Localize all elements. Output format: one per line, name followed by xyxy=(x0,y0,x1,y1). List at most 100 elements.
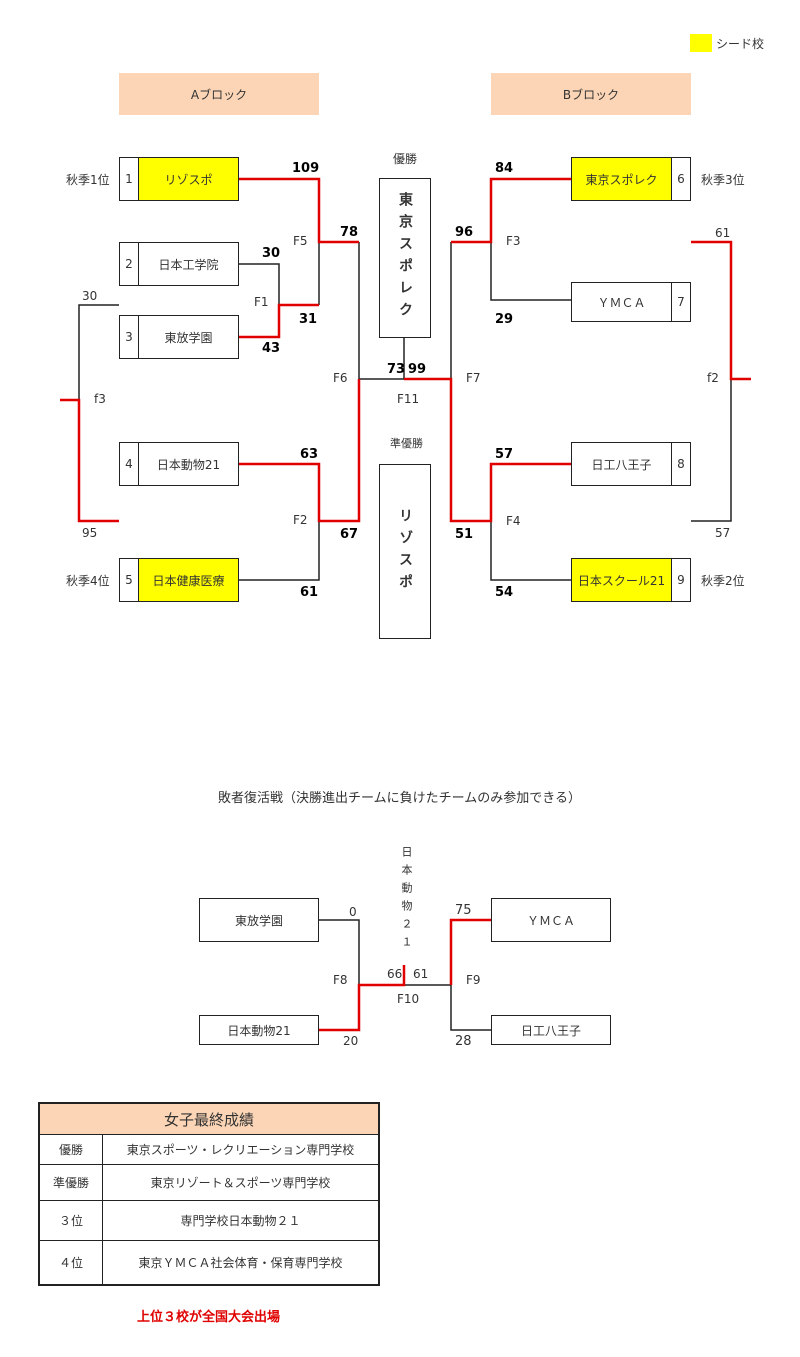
team-number: 3 xyxy=(120,316,139,358)
team-number: 4 xyxy=(120,443,139,485)
team-box-9: 日本スクール21 9 xyxy=(571,558,691,602)
team-box-7: ＹＭＣＡ 7 xyxy=(571,282,691,322)
score-f2-win: 67 xyxy=(340,527,359,542)
game-label-f8: F8 xyxy=(333,973,348,987)
block-b-header: Bブロック xyxy=(491,73,691,115)
game-label-f3: f3 xyxy=(94,392,106,406)
team-number: 7 xyxy=(671,283,690,321)
team-box-5: 5 日本健康医療 xyxy=(119,558,239,602)
team-name: 日本動物21 xyxy=(156,457,221,472)
team-name: 東放学園 xyxy=(164,330,213,345)
seed-legend-swatch xyxy=(690,34,712,52)
school-cell: 専門学校日本動物２１ xyxy=(102,1200,380,1241)
rank-note-team-1: 秋季1位 xyxy=(66,173,110,187)
game-label-F4: F4 xyxy=(506,514,521,528)
team-box-4: 4 日本動物21 xyxy=(119,442,239,486)
team-number: 9 xyxy=(671,559,690,601)
rank-cell: ４位 xyxy=(38,1240,103,1285)
results-header-row: 女子最終成績 xyxy=(38,1102,380,1135)
team-number: 5 xyxy=(120,559,139,601)
score-F4-bottom: 54 xyxy=(495,585,514,600)
score-f10-right: 61 xyxy=(413,967,429,981)
consolation-team-right-top: ＹＭＣＡ xyxy=(491,898,611,942)
game-label-f6: F6 xyxy=(333,371,348,385)
consolation-score-right-top: 75 xyxy=(455,903,472,918)
runnerup-name: リゾスポ xyxy=(397,507,413,596)
winner-name: 東京スポレク xyxy=(397,192,413,324)
game-label-f5: F5 xyxy=(293,234,308,248)
game-label-f2: F2 xyxy=(293,513,308,527)
team-box-2: 2 日本工学院 xyxy=(119,242,239,286)
team-number: 6 xyxy=(671,158,690,200)
consolation-score-right-bottom: 28 xyxy=(455,1034,472,1049)
consolation-team-left-top: 東放学園 xyxy=(199,898,319,942)
winner-box: 東京スポレク xyxy=(379,178,431,338)
game-label-f1: F1 xyxy=(254,295,269,309)
runnerup-caption: 準優勝 xyxy=(390,437,423,450)
score-F3-win: 96 xyxy=(455,225,474,240)
team-name: 日工八王子 xyxy=(520,1023,581,1038)
school-cell: 東京リゾート＆スポーツ専門学校 xyxy=(102,1164,380,1201)
table-row: ３位 専門学校日本動物２１ xyxy=(38,1200,380,1241)
footer-note: 上位３校が全国大会出場 xyxy=(137,1310,281,1325)
rank-cell: ３位 xyxy=(38,1200,103,1241)
score-f5-top: 109 xyxy=(292,161,320,176)
score-f1-top: 30 xyxy=(262,246,281,261)
game-label-f2b: f2 xyxy=(707,371,719,385)
consolation-score-left-top: 0 xyxy=(349,905,357,919)
score-F3-bottom: 29 xyxy=(495,312,514,327)
table-row: 準優勝 東京リゾート＆スポーツ専門学校 xyxy=(38,1164,380,1201)
rank-cell: 優勝 xyxy=(38,1134,103,1165)
team-name: 日本スクール21 xyxy=(572,559,671,601)
table-row: 優勝 東京スポーツ・レクリエーション専門学校 xyxy=(38,1134,380,1165)
team-number: 2 xyxy=(120,243,139,285)
score-f2-bottom: 61 xyxy=(300,585,319,600)
consolation-team-left-bottom: 日本動物21 xyxy=(199,1015,319,1045)
team-name: 東京スポレク xyxy=(572,158,671,200)
score-f1-win: 31 xyxy=(299,312,318,327)
rank-note-team-6: 秋季3位 xyxy=(701,173,745,187)
team-name: ＹＭＣＡ xyxy=(526,913,575,928)
game-label-f11: F11 xyxy=(397,392,420,406)
game-label-f10: F10 xyxy=(397,992,420,1006)
consolation-winner-vertical: 日本動物２１ xyxy=(400,846,413,954)
game-label-f7: F7 xyxy=(466,371,481,385)
final-results-table: 女子最終成績 優勝 東京スポーツ・レクリエーション専門学校 準優勝 東京リゾート… xyxy=(38,1102,380,1286)
winner-caption: 優勝 xyxy=(393,152,418,166)
school-cell: 東京ＹＭＣＡ社会体育・保育専門学校 xyxy=(102,1240,380,1285)
score-f1-bottom: 43 xyxy=(262,341,281,356)
results-title: 女子最終成績 xyxy=(38,1102,380,1135)
consolation-team-right-bottom: 日工八王子 xyxy=(491,1015,611,1045)
team-name: 日本健康医療 xyxy=(139,559,238,601)
score-f5-win: 78 xyxy=(340,225,359,240)
seed-legend-label: シード校 xyxy=(716,37,765,51)
game-label-f9: F9 xyxy=(466,973,481,987)
score-f2b-bottom: 57 xyxy=(715,526,731,540)
team-name: 日本動物21 xyxy=(227,1023,291,1038)
consolation-score-left-bottom: 20 xyxy=(343,1034,359,1048)
team-box-8: 日工八王子 8 xyxy=(571,442,691,486)
team-name: 日本工学院 xyxy=(158,257,219,272)
consolation-title: 敗者復活戦（決勝進出チームに負けたチームのみ参加できる） xyxy=(218,791,581,806)
rank-note-team-9: 秋季2位 xyxy=(701,574,745,588)
team-name: ＹＭＣＡ xyxy=(597,295,646,310)
score-f3-bottom: 95 xyxy=(82,526,98,540)
team-name: 東放学園 xyxy=(234,913,283,928)
rank-note-team-5: 秋季4位 xyxy=(66,574,110,588)
score-f2b-top: 61 xyxy=(715,226,731,240)
team-number: 1 xyxy=(120,158,139,200)
score-F4-top: 57 xyxy=(495,447,514,462)
team-box-1: 1 リゾスポ xyxy=(119,157,239,201)
game-label-F3: F3 xyxy=(506,234,521,248)
score-f10-left: 66 xyxy=(387,967,403,981)
score-f11-right: 99 xyxy=(408,362,427,377)
rank-cell: 準優勝 xyxy=(38,1164,103,1201)
score-f2-top: 63 xyxy=(300,447,319,462)
score-f3-top: 30 xyxy=(82,289,98,303)
team-box-6: 東京スポレク 6 xyxy=(571,157,691,201)
team-name: リゾスポ xyxy=(139,158,238,200)
school-cell: 東京スポーツ・レクリエーション専門学校 xyxy=(102,1134,380,1165)
score-f11-left: 73 xyxy=(387,362,406,377)
score-F3-top: 84 xyxy=(495,161,514,176)
